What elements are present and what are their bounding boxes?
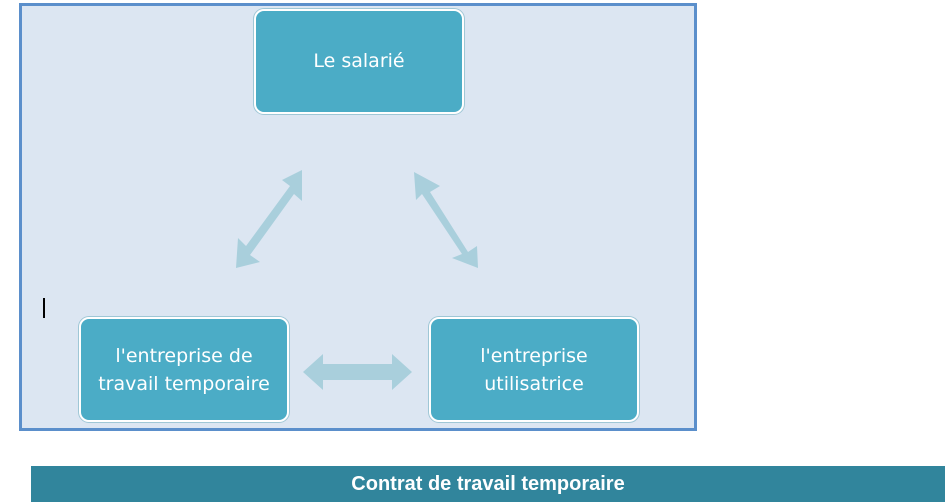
- node-ett-label: l'entreprise de travail temporaire: [98, 344, 270, 395]
- text-cursor: [43, 298, 45, 318]
- node-entreprise-utilisatrice: l'entreprise utilisatrice: [429, 317, 639, 422]
- diagram-panel: Le salarié l'entreprise de travail tempo…: [19, 3, 697, 431]
- arrow-salarie-eu: [414, 172, 478, 268]
- node-entreprise-travail-temporaire: l'entreprise de travail temporaire: [79, 317, 289, 422]
- node-eu-label: l'entreprise utilisatrice: [480, 344, 588, 395]
- relationship-arrows: [236, 170, 478, 390]
- arrow-ett-eu: [303, 354, 412, 390]
- node-salarie-label: Le salarié: [313, 50, 405, 72]
- arrow-salarie-ett: [236, 170, 302, 268]
- footer-title-bar: Contrat de travail temporaire: [31, 466, 945, 502]
- footer-title: Contrat de travail temporaire: [351, 472, 625, 495]
- node-salarie: Le salarié: [254, 9, 464, 114]
